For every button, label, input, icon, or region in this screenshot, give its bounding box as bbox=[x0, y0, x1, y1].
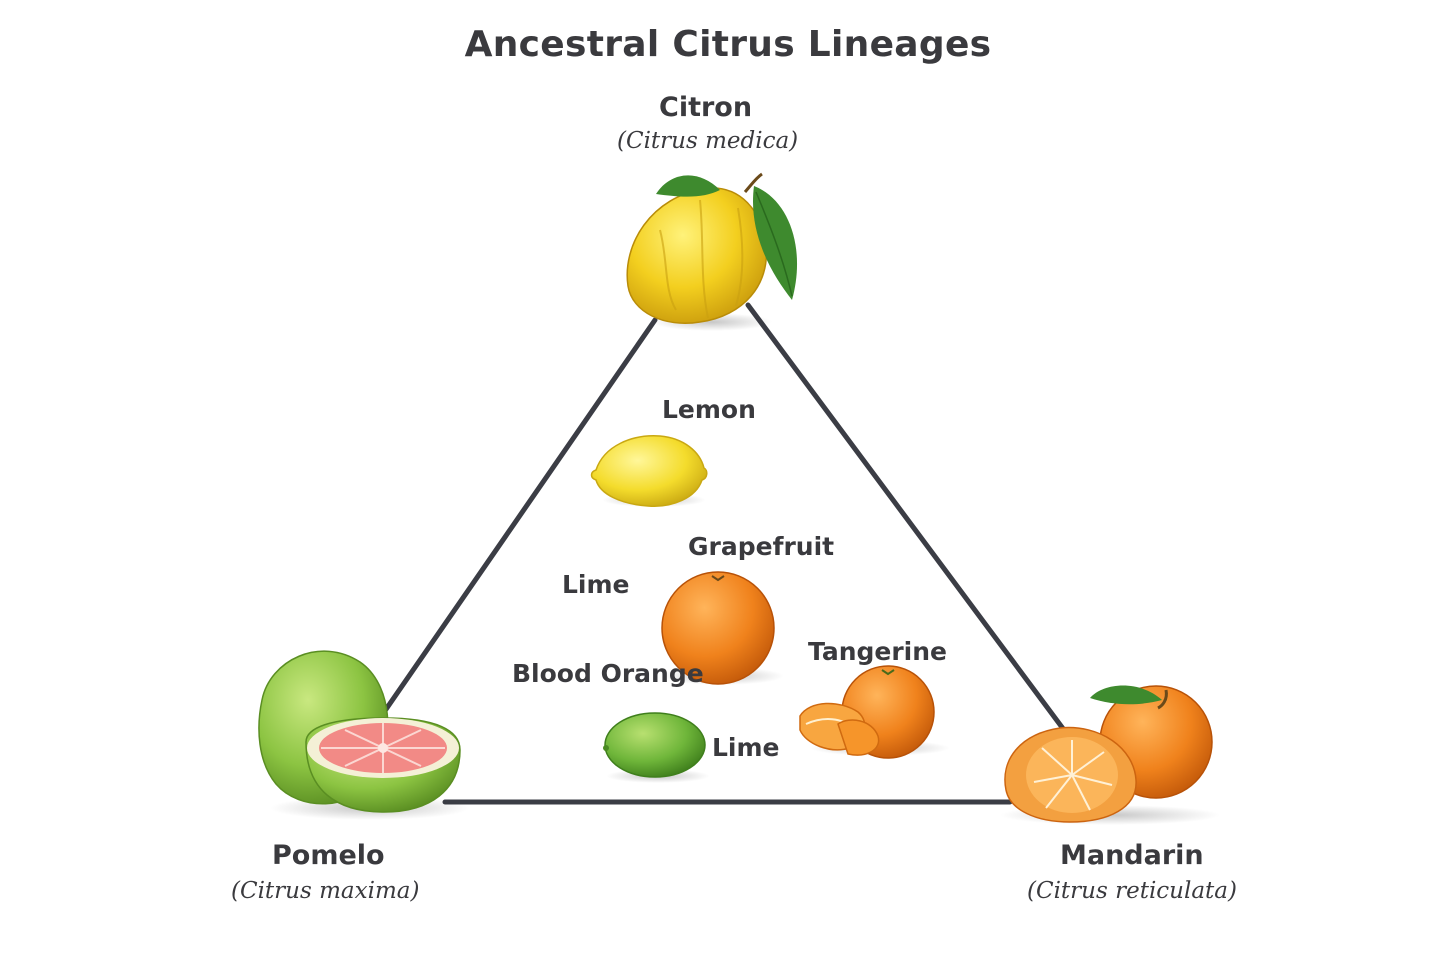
diagram-title: Ancestral Citrus Lineages bbox=[464, 24, 992, 65]
hybrid-label-blood-orange: Blood Orange bbox=[512, 659, 704, 688]
lemon-fruit-icon bbox=[590, 435, 708, 507]
hybrid-label-tangerine: Tangerine bbox=[808, 637, 948, 666]
lime-fruit-icon bbox=[603, 712, 710, 783]
citron-name: Citron bbox=[659, 92, 753, 123]
citron-scientific-name: (Citrus medica) bbox=[617, 128, 799, 154]
pomelo-name: Pomelo bbox=[272, 840, 385, 871]
mandarin-name: Mandarin bbox=[1060, 840, 1204, 871]
pomelo-fruit-icon bbox=[258, 650, 470, 820]
hybrid-label-grapefruit: Grapefruit bbox=[688, 532, 835, 561]
hybrid-label-lime-upper: Lime bbox=[562, 570, 630, 599]
citron-fruit-icon bbox=[626, 172, 798, 331]
pomelo-scientific-name: (Citrus maxima) bbox=[231, 878, 420, 904]
grapefruit-fruit-icon bbox=[660, 571, 784, 685]
edge-citron-pomelo bbox=[377, 317, 658, 721]
mandarin-fruit-icon bbox=[1000, 685, 1220, 825]
hybrid-label-lime-lower: Lime bbox=[712, 733, 780, 762]
edge-citron-mandarin bbox=[745, 302, 1073, 741]
tangerine-fruit-icon bbox=[799, 665, 950, 759]
mandarin-scientific-name: (Citrus reticulata) bbox=[1027, 878, 1237, 904]
lineage-triangle bbox=[377, 302, 1073, 805]
hybrid-label-lemon: Lemon bbox=[662, 395, 756, 424]
